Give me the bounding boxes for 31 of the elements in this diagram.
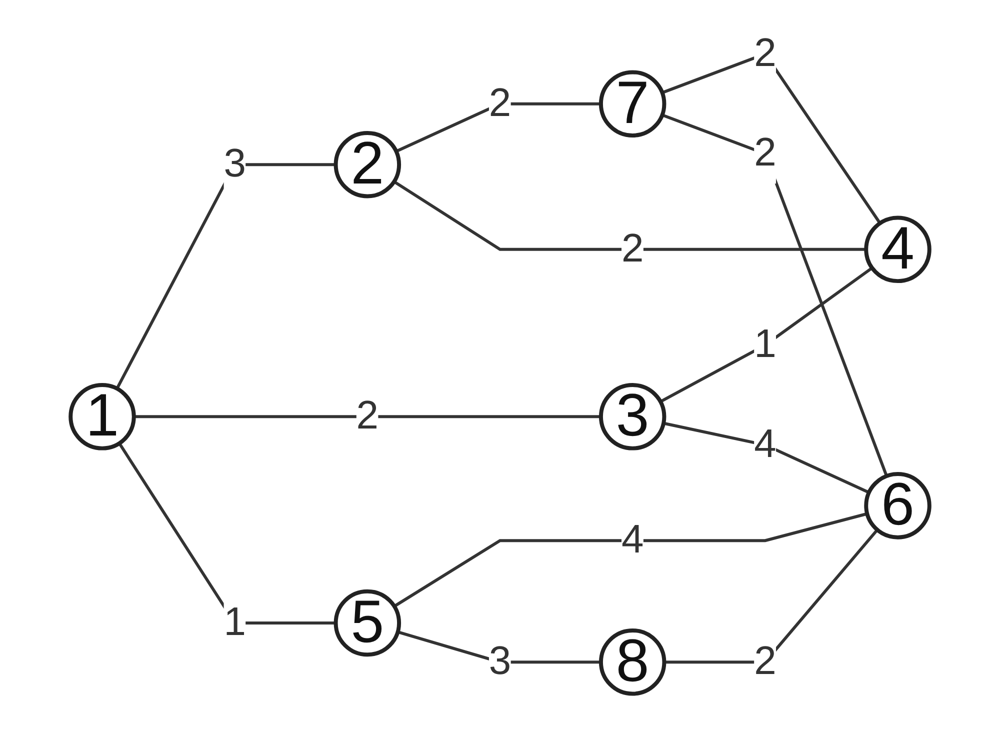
edge-label: 1	[223, 601, 246, 645]
node-circle: 7	[598, 70, 666, 138]
connector	[664, 528, 878, 664]
edge-label: 2	[754, 640, 776, 684]
edge-label: 2	[754, 32, 776, 76]
node-circle: 8	[598, 628, 666, 696]
connector	[115, 163, 336, 390]
edge-label: 2	[754, 132, 776, 176]
node-circle: 5	[333, 589, 401, 657]
connector	[118, 442, 336, 625]
connector	[133, 415, 600, 418]
edge-label: 3	[488, 640, 511, 684]
edge-label: 2	[620, 227, 644, 272]
connector	[661, 114, 888, 477]
connector	[392, 180, 866, 251]
edge-label: 3	[223, 142, 246, 187]
node-circle: 1	[68, 383, 136, 450]
node-circle: 6	[864, 472, 931, 540]
connector	[395, 102, 600, 153]
edge-label: 4	[620, 518, 644, 563]
connector	[662, 422, 870, 494]
edge-label: 2	[488, 82, 511, 126]
node-circle: 3	[598, 383, 666, 450]
node-circle: 2	[333, 130, 401, 198]
edge-label: 1	[754, 323, 776, 368]
connector	[396, 630, 600, 664]
edge-label: 4	[754, 422, 776, 467]
node-circle: 4	[864, 216, 931, 284]
edge-label: 2	[356, 394, 378, 439]
connector	[659, 266, 872, 403]
connector	[392, 512, 868, 608]
